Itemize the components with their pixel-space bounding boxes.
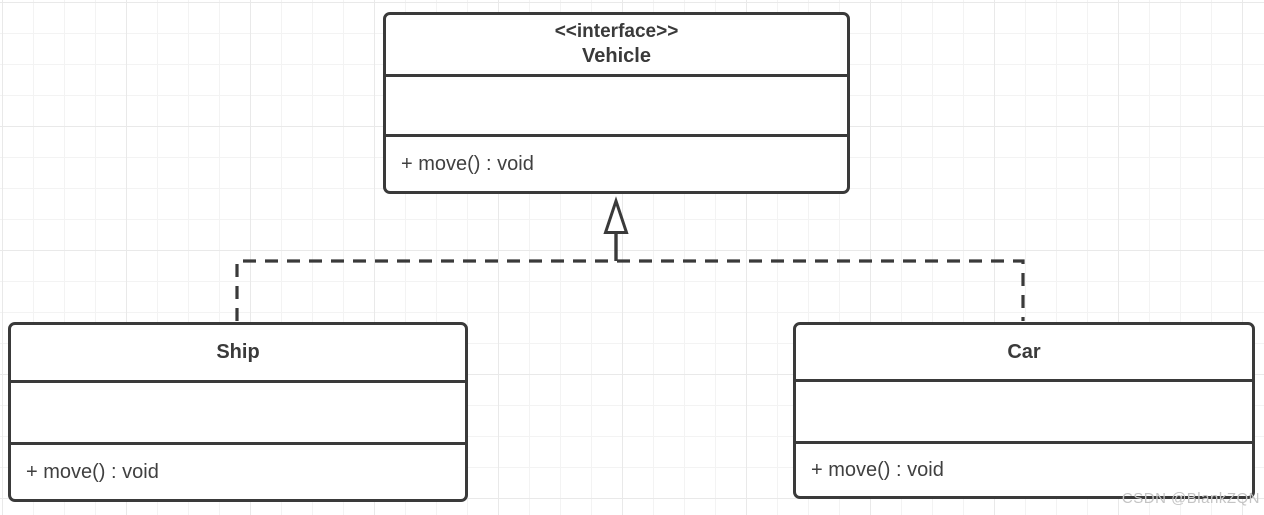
methods-section: + move() : void <box>11 445 465 499</box>
class-header: Car <box>796 325 1252 382</box>
realization-edge-path <box>235 259 1025 321</box>
class-header: <<interface>> Vehicle <box>386 15 847 77</box>
class-node-ship: Ship + move() : void <box>8 322 468 502</box>
class-node-vehicle: <<interface>> Vehicle + move() : void <box>383 12 850 194</box>
attributes-section <box>11 383 465 445</box>
attributes-section <box>796 382 1252 444</box>
class-header: Ship <box>11 325 465 383</box>
method-label: + move() : void <box>26 460 159 483</box>
method-label: + move() : void <box>811 458 944 481</box>
method-label: + move() : void <box>401 152 534 175</box>
class-node-car: Car + move() : void <box>793 322 1255 499</box>
class-name: Car <box>1007 340 1041 363</box>
csdn-watermark: CSDN @BlankZQN <box>1121 490 1260 507</box>
methods-section: + move() : void <box>796 444 1252 496</box>
stereotype-label: <<interface>> <box>554 21 679 43</box>
attributes-section <box>386 77 847 137</box>
hollow-triangle-arrowhead-icon <box>603 196 629 234</box>
methods-section: + move() : void <box>386 137 847 191</box>
class-name: Vehicle <box>582 44 651 67</box>
class-name: Ship <box>216 341 260 363</box>
